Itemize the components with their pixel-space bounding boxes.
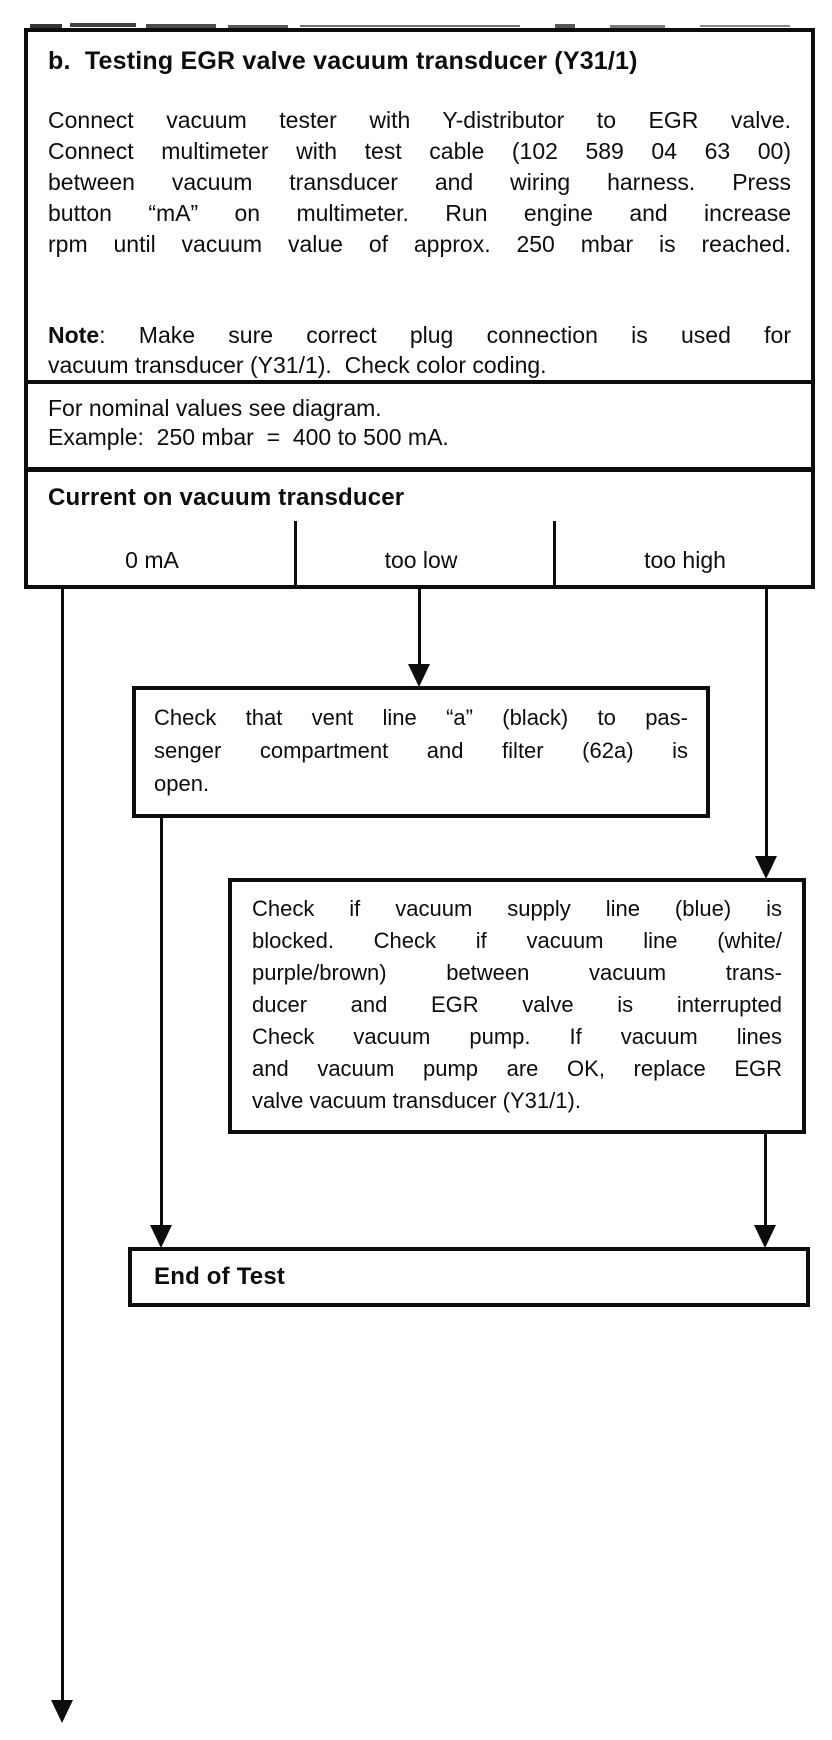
branch-label-too-low: too low: [384, 547, 458, 573]
section-divider: [28, 467, 811, 472]
column-divider: [294, 521, 297, 585]
scan-artifact: [30, 24, 62, 28]
text-line: purple/brown) between vacuum trans-: [252, 960, 782, 985]
decision-section: Current on vacuum transducer 0 mA too lo…: [28, 472, 811, 595]
flow-line-0ma: [61, 587, 64, 1702]
text-line: Check vacuum pump. If vacuum lines: [252, 1024, 782, 1049]
scan-artifact: [300, 25, 520, 27]
decision-header: Current on vacuum transducer: [48, 484, 405, 511]
text-line: ducer and EGR valve is interrupted: [252, 992, 782, 1017]
text-line: button “mA” on multimeter. Run engine an…: [48, 200, 791, 226]
action-box-too-low: Check that vent line “a” (black) to pas-…: [132, 686, 710, 818]
arrowhead-0ma-continues: [51, 1700, 73, 1723]
text-line: open.: [154, 771, 210, 796]
scan-artifact: [228, 25, 288, 28]
text-line: and vacuum pump are OK, replace EGR: [252, 1056, 782, 1081]
text-line: blocked. Check if vacuum line (white/: [252, 928, 782, 953]
scan-artifact: [70, 23, 136, 27]
flow-line-too-low: [418, 587, 421, 666]
text-line: For nominal values see diagram.: [48, 395, 382, 421]
column-divider: [553, 521, 556, 585]
text-line: between vacuum transducer and wiring har…: [48, 169, 791, 195]
procedure-section: b. Testing EGR valve vacuum transducer (…: [28, 32, 811, 380]
text-line: Connect vacuum tester with Y-distributor…: [48, 107, 791, 133]
scan-artifact: [146, 24, 216, 28]
flow-line-too-low-to-end: [160, 816, 163, 1227]
flow-line-too-high-to-end: [764, 1132, 767, 1227]
scan-artifact: [610, 25, 665, 28]
text-line: rpm until vacuum value of approx. 250 mb…: [48, 231, 791, 257]
flow-line-too-high: [765, 587, 768, 858]
text-line: Connect multimeter with test cable (102 …: [48, 138, 791, 164]
branch-label-0ma: 0 mA: [125, 547, 179, 573]
text-line: Check if vacuum supply line (blue) is: [252, 896, 782, 921]
scan-artifact: [555, 24, 575, 28]
procedure-text: Connect vacuum tester with Y-distributor…: [48, 105, 791, 260]
arrowhead-end-left: [150, 1225, 172, 1248]
arrowhead-too-high: [755, 856, 777, 879]
section-divider: [28, 380, 811, 384]
text-line: vacuum transducer (Y31/1). Check color c…: [48, 352, 547, 378]
end-of-test-label: End of Test: [154, 1263, 286, 1290]
arrowhead-end-right: [754, 1225, 776, 1248]
arrowhead-too-low: [408, 664, 430, 687]
text-line: Note: Make sure correct plug connection …: [48, 322, 791, 348]
note-text: Note: Make sure correct plug connection …: [48, 320, 791, 380]
action-box-too-high: Check if vacuum supply line (blue) is blo…: [228, 878, 806, 1134]
section-title: b. Testing EGR valve vacuum transducer (…: [48, 47, 638, 75]
text-line: Check that vent line “a” (black) to pas-: [154, 705, 688, 730]
text-line: senger compartment and filter (62a) is: [154, 738, 688, 763]
end-of-test-box: End of Test: [128, 1247, 810, 1307]
scan-artifact: [700, 25, 790, 27]
branch-label-too-high: too high: [644, 547, 726, 573]
nominal-values-section: For nominal values see diagram. Example: …: [28, 384, 811, 467]
text-line: valve vacuum transducer (Y31/1).: [252, 1088, 581, 1113]
procedure-panel: b. Testing EGR valve vacuum transducer (…: [24, 28, 815, 589]
text-line: Example: 250 mbar = 400 to 500 mA.: [48, 424, 449, 450]
